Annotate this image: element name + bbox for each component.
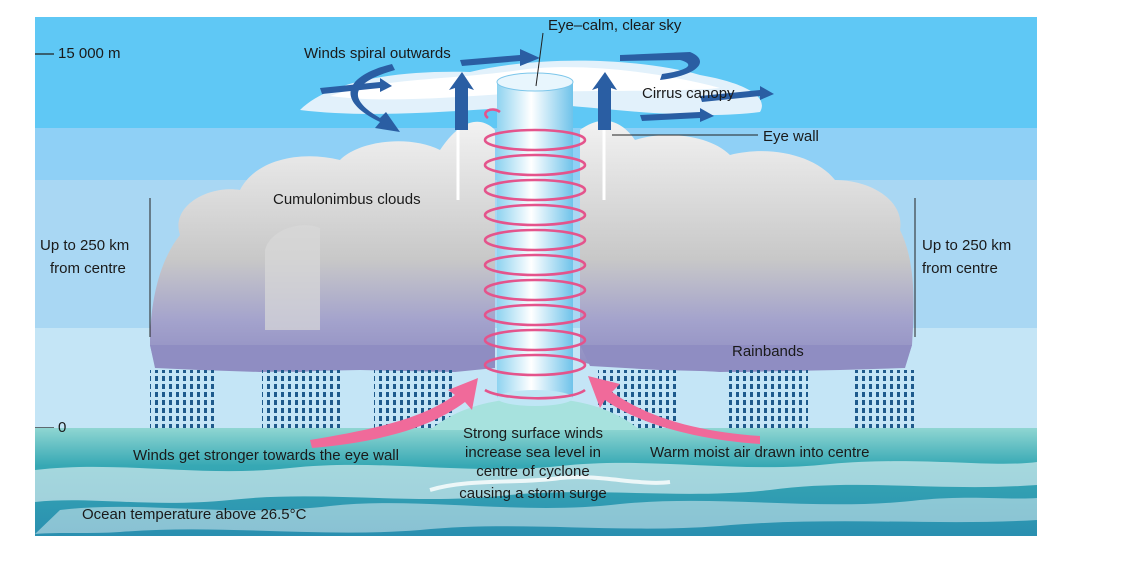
left-extent-line2: from centre — [50, 260, 126, 277]
cumulonimbus-left — [150, 121, 495, 372]
storm-surge-mound — [430, 398, 640, 430]
outflow-arrows — [320, 49, 774, 132]
cirrus-canopy-label: Cirrus canopy — [642, 85, 735, 102]
inflow-arrows — [310, 376, 760, 448]
eye-label: Eye–calm, clear sky — [548, 17, 682, 34]
storm-surge-line4: causing a storm surge — [459, 485, 607, 502]
eye-column — [496, 72, 574, 406]
warm-air-label: Warm moist air drawn into centre — [650, 444, 870, 461]
spiral-winds — [483, 108, 587, 400]
ocean — [35, 428, 1037, 536]
cumulonimbus-right — [580, 120, 914, 373]
right-extent-line1: Up to 250 km — [922, 237, 1012, 254]
leader-lines — [149, 32, 916, 337]
cumulonimbus-label: Cumulonimbus clouds — [273, 191, 421, 208]
winds-stronger-label: Winds get stronger towards the eye wall — [133, 447, 399, 464]
right-extent-line2: from centre — [922, 260, 998, 277]
altitude-bottom-label: 0 — [58, 419, 67, 436]
eye-wall-label: Eye wall — [763, 128, 819, 145]
winds-spiral-label: Winds spiral outwards — [304, 45, 451, 62]
storm-surge-line2: increase sea level in — [465, 444, 601, 461]
left-extent-line1: Up to 250 km — [40, 237, 130, 254]
rainbands — [150, 370, 918, 428]
storm-surge-line3: centre of cyclone — [476, 463, 590, 480]
storm-surge-line1: Strong surface winds — [462, 425, 604, 442]
altitude-top-label: 15 000 m — [58, 45, 121, 62]
rainbands-label: Rainbands — [732, 343, 804, 360]
ocean-temperature-label: Ocean temperature above 26.5°C — [82, 506, 307, 523]
